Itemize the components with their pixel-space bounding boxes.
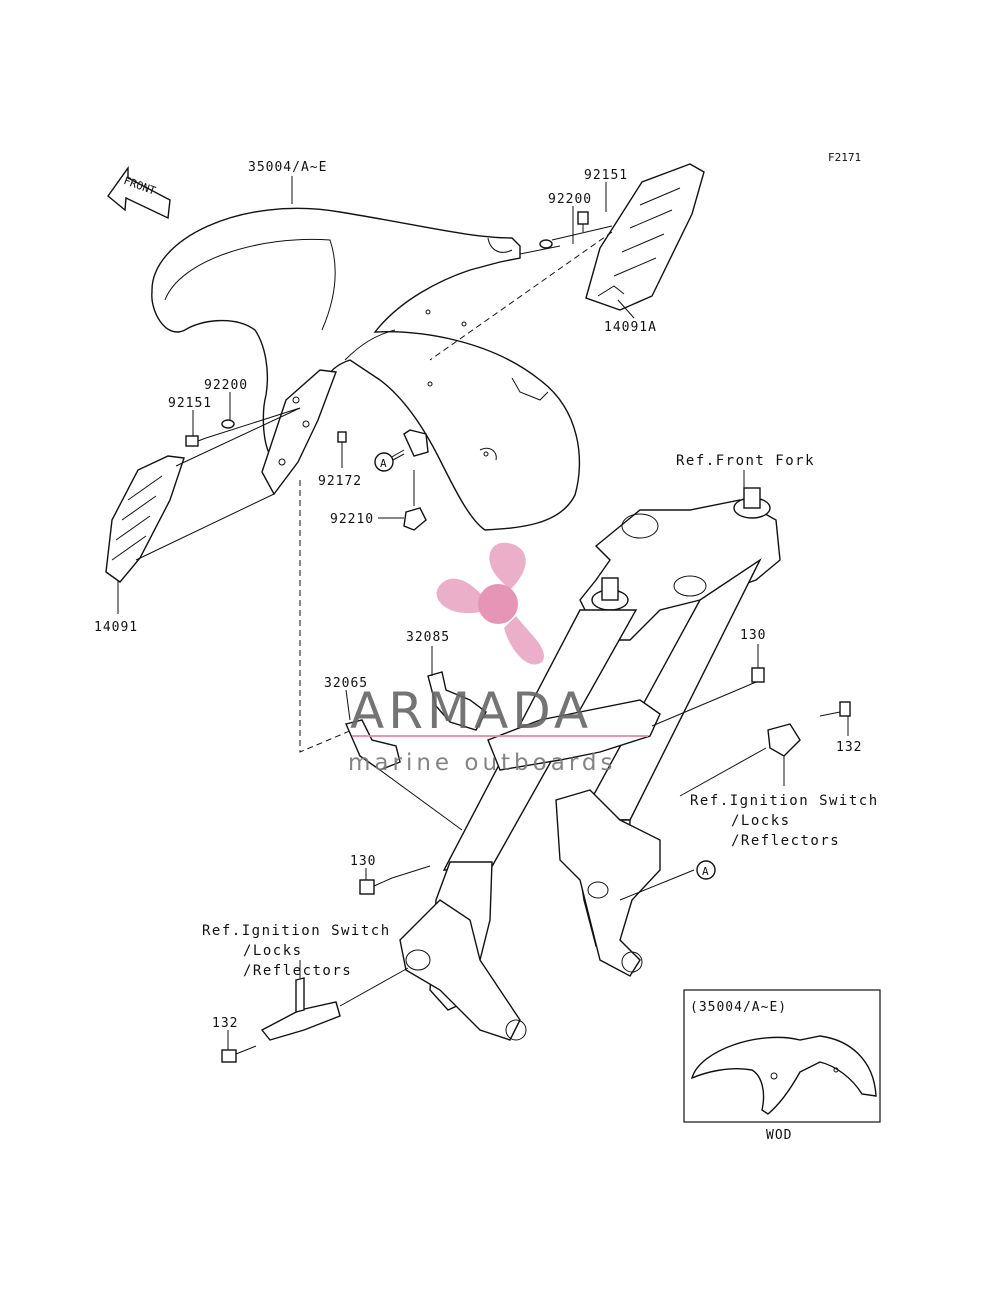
bolt-92172-icon: [337, 431, 347, 443]
diagram-code: F2171: [828, 151, 861, 164]
watermark-tagline: marine outboards: [348, 750, 616, 776]
reflector-bracket-left-icon: [260, 977, 341, 1041]
front-fender: [151, 207, 581, 531]
label-fender: 35004/A~E: [248, 160, 327, 175]
inset-title: (35004/A~E): [690, 1000, 787, 1015]
label-bolt-132-left: 132: [212, 1016, 238, 1031]
label-bolt-left: 92151: [168, 396, 212, 411]
label-cover-right: 14091A: [604, 320, 657, 335]
ref-ignition-right-line3: /Reflectors: [731, 833, 840, 849]
bolt-132-right-icon: [819, 701, 851, 717]
ref-ignition-right-line1: Ref.Ignition Switch: [690, 793, 879, 809]
ref-front-fork: Ref.Front Fork: [676, 453, 815, 469]
label-bolt-132-right: 132: [836, 740, 862, 755]
watermark-brand: ARMADA: [350, 682, 592, 740]
label-bolt-small: 92172: [318, 474, 362, 489]
label-bracket-upper: 32085: [406, 630, 450, 645]
callout-a-upper: A: [374, 452, 405, 472]
front-fork-assembly: [345, 487, 781, 1041]
reflector-bracket-right-icon: [767, 723, 801, 757]
ref-ignition-left-line1: Ref.Ignition Switch: [202, 923, 391, 939]
bolt-132-left-icon: [221, 1045, 257, 1063]
propeller-logo-icon: [436, 542, 544, 665]
ref-ignition-left-line3: /Reflectors: [243, 963, 352, 979]
bolt-92151-left-icon: [185, 435, 207, 447]
label-washer-top: 92200: [548, 192, 592, 207]
svg-text:A: A: [380, 457, 387, 470]
label-bolt-130-left: 130: [350, 854, 376, 869]
label-bolt-top: 92151: [584, 168, 628, 183]
inset-wod: (35004/A~E) WOD: [683, 989, 881, 1143]
cover-right-14091a: [585, 163, 705, 311]
label-clamp: 92210: [330, 512, 374, 527]
callout-a-lower: A: [696, 860, 716, 880]
label-bracket-lower: 32065: [324, 676, 368, 691]
clamp-92210-icon: [403, 429, 429, 531]
label-bolt-130-right: 130: [740, 628, 766, 643]
inset-caption: WOD: [766, 1128, 792, 1143]
washer-92200-left-icon: [221, 419, 235, 429]
ref-ignition-right-line2: /Locks: [731, 813, 791, 829]
fender-side-guard: [261, 369, 337, 496]
svg-text:A: A: [702, 865, 709, 878]
ref-ignition-left-line2: /Locks: [243, 943, 303, 959]
washer-92200-top-icon: [539, 239, 553, 249]
cover-left-14091: [105, 455, 185, 583]
front-arrow-icon: FRONT: [107, 165, 171, 220]
label-washer-left: 92200: [204, 378, 248, 393]
armada-watermark: ARMADA marine outboards: [348, 542, 648, 776]
label-cover-left: 14091: [94, 620, 138, 635]
bolt-92151-top-icon: [577, 211, 589, 232]
bolt-130-right-icon: [741, 667, 765, 689]
bolt-130-left-icon: [359, 877, 393, 895]
